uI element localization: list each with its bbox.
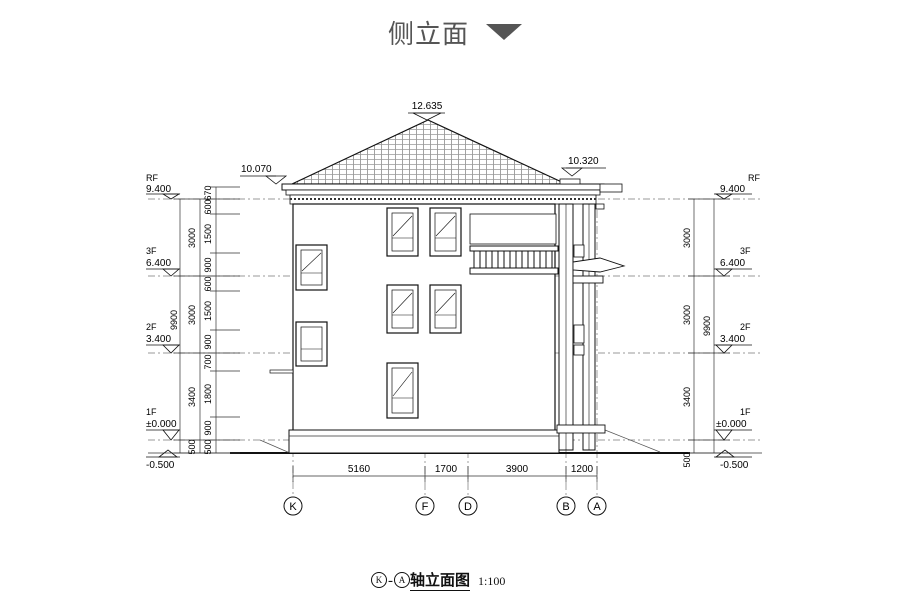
level-marker-1f: 1F ±0.000 bbox=[146, 407, 180, 441]
level-marker-rf: RF 9.400 bbox=[146, 173, 181, 200]
dim-label: 3000 bbox=[187, 228, 197, 248]
level-name: RF bbox=[748, 173, 760, 183]
dim-label-total: 9900 bbox=[702, 316, 712, 336]
dim-label: 3900 bbox=[506, 464, 529, 475]
dim-label: 600 bbox=[203, 199, 213, 214]
bottom-dims: 5160 1700 3900 1200 bbox=[348, 464, 594, 475]
right-storey-dims: 3000 3000 3400 500 9900 bbox=[682, 228, 712, 468]
dim-label: 3400 bbox=[187, 387, 197, 407]
level-elevation: 3.400 bbox=[720, 334, 745, 345]
section-header: 侧立面 bbox=[0, 0, 910, 62]
elevation-label-left-eave: 10.070 bbox=[241, 164, 272, 175]
level-elevation: -0.500 bbox=[720, 460, 749, 471]
left-inner-dims: 670 600 1500 900 600 1500 900 700 1800 9… bbox=[203, 185, 213, 454]
dim-label: 1200 bbox=[571, 464, 594, 475]
level-markers-left: RF 9.400 3F 6.400 2F 3.400 1F ±0.000 -0.… bbox=[146, 173, 181, 471]
left-storey-dims: 3000 3000 3400 500 9900 bbox=[169, 228, 197, 455]
elevation-marker-right-eave: 10.320 bbox=[560, 156, 606, 177]
dim-label: 3400 bbox=[682, 387, 692, 407]
dim-label: 900 bbox=[203, 257, 213, 272]
level-marker-ground: -0.500 bbox=[146, 449, 180, 471]
axis-bubbles: K F D B A bbox=[283, 496, 607, 516]
triangle-down-icon bbox=[486, 24, 522, 40]
axis-to-badge: A bbox=[394, 572, 410, 588]
level-marker-3f: 3F 6.400 bbox=[714, 246, 752, 277]
level-name: 1F bbox=[146, 407, 157, 417]
level-elevation: 6.400 bbox=[146, 258, 171, 269]
level-elevation: 9.400 bbox=[146, 184, 171, 195]
level-marker-1f: 1F ±0.000 bbox=[714, 407, 752, 441]
level-elevation: 6.400 bbox=[720, 258, 745, 269]
level-name: RF bbox=[146, 173, 158, 183]
elevation-marker-peak: 12.635 bbox=[408, 101, 445, 121]
level-marker-3f: 3F 6.400 bbox=[146, 246, 181, 277]
axis-label: A bbox=[593, 501, 601, 513]
level-marker-2f: 2F 3.400 bbox=[146, 322, 180, 354]
axis-label: B bbox=[562, 501, 569, 513]
level-name: 2F bbox=[740, 322, 751, 332]
axis-label: K bbox=[289, 501, 297, 513]
dim-label: 670 bbox=[203, 185, 213, 200]
caption-separator: - bbox=[388, 573, 393, 589]
axis-from-badge: K bbox=[371, 572, 387, 588]
dim-label: 3000 bbox=[682, 305, 692, 325]
dim-label: 500 bbox=[203, 439, 213, 454]
elevation-label-peak: 12.635 bbox=[412, 101, 443, 112]
level-name: 3F bbox=[146, 246, 157, 256]
section-title: 侧立面 bbox=[388, 20, 470, 50]
axis-bubble-b: B bbox=[556, 496, 576, 516]
axis-label: F bbox=[422, 501, 429, 513]
level-name: 3F bbox=[740, 246, 751, 256]
dim-label-total: 9900 bbox=[169, 310, 179, 330]
level-elevation: ±0.000 bbox=[716, 419, 747, 430]
level-marker-rf: RF 9.400 bbox=[714, 173, 760, 200]
level-markers-right: RF 9.400 3F 6.400 2F 3.400 1F ±0.000 -0.… bbox=[714, 173, 760, 471]
dim-label: 700 bbox=[203, 354, 213, 369]
dim-label: 900 bbox=[203, 334, 213, 349]
level-marker-2f: 2F 3.400 bbox=[714, 322, 752, 354]
dim-label: 1500 bbox=[203, 301, 213, 321]
level-elevation: -0.500 bbox=[146, 460, 175, 471]
elevation-marker-left-eave: 10.070 bbox=[240, 164, 288, 185]
axis-label: D bbox=[464, 501, 472, 513]
dim-label: 600 bbox=[203, 276, 213, 291]
level-marker-ground: -0.500 bbox=[714, 449, 752, 471]
caption-scale: 1:100 bbox=[478, 574, 506, 588]
dim-label: 5160 bbox=[348, 464, 371, 475]
static-lines bbox=[148, 119, 762, 496]
axis-bubble-a: A bbox=[587, 496, 607, 516]
axis-bubble-f: F bbox=[415, 496, 435, 516]
top-elevation-markers: 12.635 10.070 10.320 bbox=[240, 101, 606, 185]
dim-label: 900 bbox=[203, 420, 213, 435]
dim-label: 500 bbox=[682, 452, 692, 467]
level-name: 1F bbox=[740, 407, 751, 417]
elevation-label-right-eave: 10.320 bbox=[568, 156, 599, 167]
dim-label: 3000 bbox=[682, 228, 692, 248]
dim-label: 1800 bbox=[203, 384, 213, 404]
dim-label: 1700 bbox=[435, 464, 458, 475]
dim-label: 1500 bbox=[203, 224, 213, 244]
level-name: 2F bbox=[146, 322, 157, 332]
axis-bubble-k: K bbox=[283, 496, 303, 516]
caption-title: 轴立面图 bbox=[410, 573, 471, 591]
dim-label: 500 bbox=[187, 439, 197, 454]
level-elevation: ±0.000 bbox=[146, 419, 177, 430]
axis-bubble-d: D bbox=[458, 496, 478, 516]
dim-label: 3000 bbox=[187, 305, 197, 325]
level-elevation: 9.400 bbox=[720, 184, 745, 195]
level-elevation: 3.400 bbox=[146, 334, 171, 345]
